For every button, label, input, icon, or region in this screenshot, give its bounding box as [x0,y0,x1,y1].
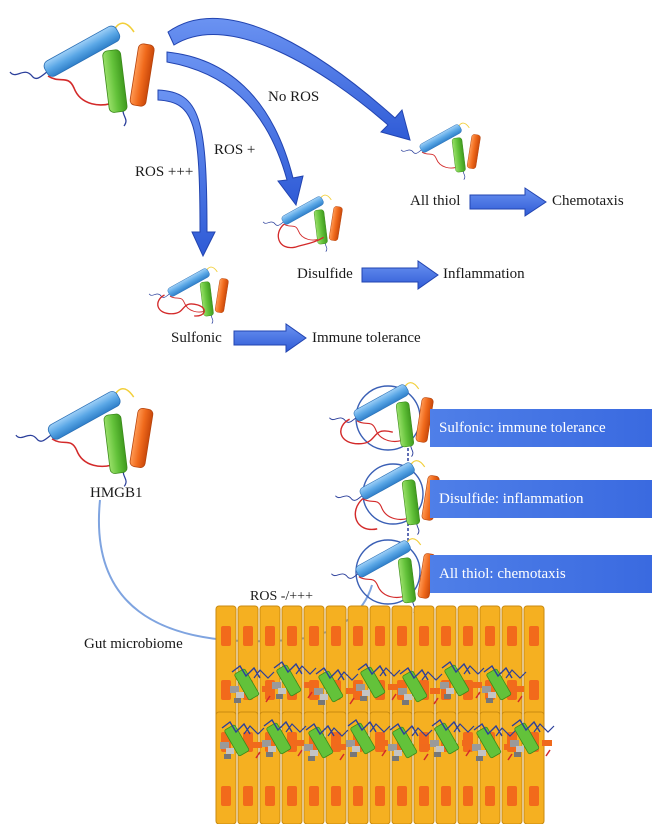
arrow-ros-plus3 [157,89,216,258]
arrow-no-ros [167,18,411,141]
label-sulfonic: Sulfonic [171,330,222,346]
epithelium-upper [215,605,545,719]
hmgb1-protein-top [9,22,156,127]
label-immune-tolerance: Immune tolerance [312,330,421,346]
banner-all-thiol: All thiol: chemotaxis [430,555,652,593]
label-no-ros: No ROS [268,89,320,105]
arrow-immune-tolerance [233,323,307,353]
disulfide-protein [262,194,344,253]
arrow-chemotaxis [469,187,547,217]
arrow-ros-plus [166,51,304,207]
label-disulfide: Disulfide [297,266,353,282]
sulfonic-protein [148,266,230,325]
hmgb1-protein-bottom [15,388,155,488]
label-ros-range: ROS -/+++ [250,589,313,604]
label-ros-plus: ROS + [214,142,256,158]
arrow-inflammation [361,260,439,290]
banner-disulfide: Disulfide: inflammation [430,480,652,518]
all-thiol-protein [400,122,482,181]
label-inflammation: Inflammation [443,266,525,282]
label-ros-plus3: ROS +++ [135,164,194,180]
label-chemotaxis: Chemotaxis [552,193,624,209]
label-gut-microbiome: Gut microbiome [84,636,183,652]
banner-sulfonic: Sulfonic: immune tolerance [430,409,652,447]
label-hmgb1: HMGB1 [90,485,143,501]
label-all-thiol: All thiol [410,193,461,209]
circled-proteins [328,382,441,614]
